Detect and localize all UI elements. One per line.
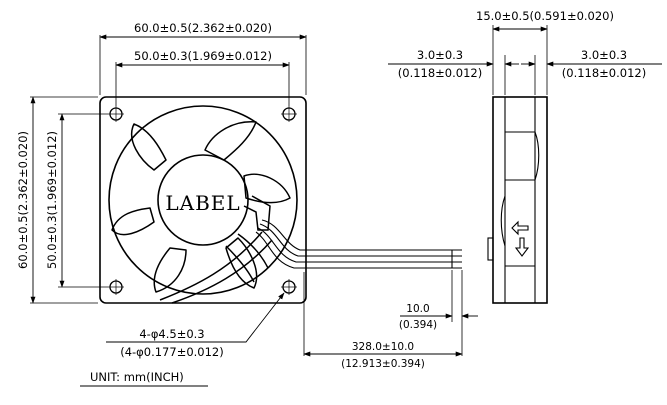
fan-hub — [157, 154, 249, 246]
flange-right-dim: 3.0±0.3 — [581, 48, 627, 62]
side-view — [487, 96, 548, 304]
hole-callout-inch: (4-φ0.177±0.012) — [120, 345, 224, 359]
hub-label: LABEL — [165, 191, 240, 215]
flange-left-dim: 3.0±0.3 — [417, 48, 463, 62]
side-frame-outline — [492, 96, 548, 304]
strip-length-dim-inch: (0.394) — [399, 319, 437, 331]
airflow-direction-icon — [511, 220, 530, 257]
hole-spacing-height-dim: 50.0±0.3(1.969±0.012) — [45, 131, 59, 269]
flange-left-dim-inch: (0.118±0.012) — [398, 66, 482, 80]
hole-callout-leader — [106, 292, 285, 343]
units-note: UNIT: mm(INCH) — [90, 370, 184, 384]
fan-blade — [111, 207, 155, 236]
overall-width-dim: 60.0±0.5(2.362±0.020) — [134, 21, 272, 35]
fan-blade — [243, 173, 291, 204]
overall-height-dim: 60.0±0.5(2.362±0.020) — [16, 131, 30, 269]
hole-spacing-width-dim: 50.0±0.3(1.969±0.012) — [134, 49, 272, 63]
fan-blade — [153, 247, 187, 293]
thickness-dim: 15.0±0.5(0.591±0.020) — [476, 9, 614, 23]
strip-length-dim: 10.0 — [406, 303, 429, 315]
flange-right-dim-inch: (0.118±0.012) — [562, 66, 646, 80]
fan-blades — [111, 121, 291, 293]
lead-wires — [255, 219, 462, 269]
front-dimensions: 60.0±0.5(2.362±0.020) 50.0±0.3(1.969±0.0… — [16, 21, 478, 387]
venturi-ring — [108, 105, 298, 295]
support-struts — [159, 195, 273, 304]
mounting-holes — [108, 106, 297, 295]
hole-callout: 4-φ4.5±0.3 — [139, 327, 204, 341]
fan-blade — [204, 121, 257, 161]
lead-length-dim-inch: (12.913±0.394) — [341, 358, 425, 370]
lead-length-dim: 328.0±10.0 — [352, 341, 414, 353]
side-dimensions: 15.0±0.5(0.591±0.020) 3.0±0.3 (0.118±0.0… — [388, 9, 662, 95]
front-view: LABEL — [99, 96, 462, 304]
fan-blade — [225, 237, 258, 289]
fan-frame-outline — [99, 96, 307, 304]
fan-blade — [131, 123, 167, 171]
